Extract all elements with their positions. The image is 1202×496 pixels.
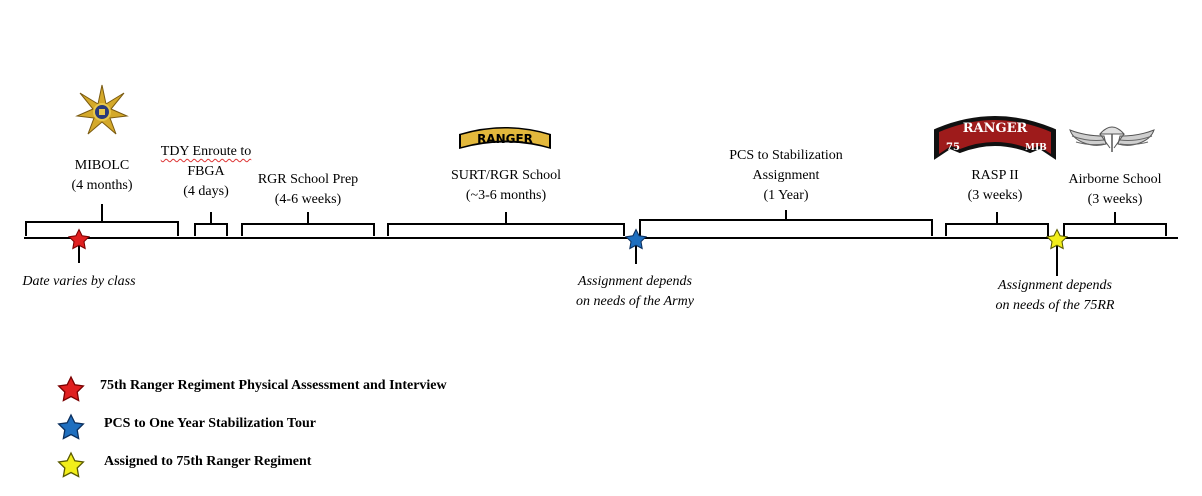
brace-airborne [1063,212,1167,236]
legend-item-pcs: PCS to One Year Stabilization Tour [92,416,316,432]
phase-airborne: Airborne School (3 weeks) [1055,170,1175,210]
airborne-wings-icon [1069,126,1155,152]
scroll-left-text: 75 [946,142,960,153]
phase-airborne-duration: (3 weeks) [1087,192,1143,207]
brace-pcs [639,210,933,236]
phase-rasp-title: RASP II [971,168,1019,183]
note-army-line1: Assignment depends [578,274,692,289]
phase-rgr-prep-duration: (4-6 weeks) [274,192,342,207]
legend-pcs-label: PCS to One Year Stabilization Tour [104,416,316,431]
phase-tdy: TDY Enroute to FBGA (4 days) [146,142,266,202]
note-date-varies: Date varies by class [4,272,154,292]
phase-surt: SURT/RGR School (~3-6 months) [426,166,586,206]
note-army: Assignment depends on needs of the Army [550,272,720,312]
blue-star-icon [624,228,648,250]
phase-mibolc-title: MIBOLC [74,158,130,173]
note-rr: Assignment depends on needs of the 75RR [970,276,1140,316]
phase-tdy-title: TDY Enroute to [160,144,252,159]
military-intelligence-insignia-icon [75,84,129,135]
legend-assigned-label: Assigned to 75th Ranger Regiment [104,454,312,469]
phase-tdy-location: FBGA [187,164,225,179]
scroll-right-text: MIB [1025,143,1047,153]
brace-surt [387,212,625,236]
phase-airborne-title: Airborne School [1068,172,1162,187]
scroll-top-text: RANGER [963,121,1028,136]
note-rr-line2: on needs of the 75RR [995,298,1115,313]
brace-rasp [945,212,1049,236]
phase-pcs-subtitle: Assignment [752,168,820,183]
legend-assessment-label: 75th Ranger Regiment Physical Assessment… [100,378,447,393]
brace-rgr-prep [241,212,375,236]
legend-item-assigned: Assigned to 75th Ranger Regiment [92,454,311,470]
phase-mibolc: MIBOLC (4 months) [52,156,152,196]
red-star-icon [67,228,91,250]
phase-surt-duration: (~3-6 months) [465,188,547,203]
phase-rasp: RASP II (3 weeks) [945,166,1045,206]
brace-mibolc [25,204,179,236]
legend-blue-star-icon [57,413,85,440]
yellow-star-icon [1045,228,1069,250]
phase-surt-title: SURT/RGR School [450,168,561,183]
phase-rasp-duration: (3 weeks) [967,188,1023,203]
ranger-tab-text: RANGER [477,132,533,146]
phase-pcs-title: PCS to Stabilization [729,148,843,163]
phase-tdy-duration: (4 days) [183,184,229,199]
phase-pcs: PCS to Stabilization Assignment (1 Year) [696,146,876,206]
legend-red-star-icon [57,375,85,402]
ranger-tab-icon: RANGER [459,127,551,149]
ranger-scroll-icon: RANGER 75 MIB [934,116,1056,160]
note-date-text: Date varies by class [22,274,136,289]
legend-item-assessment: 75th Ranger Regiment Physical Assessment… [88,378,447,394]
phase-mibolc-duration: (4 months) [71,178,133,193]
note-rr-line1: Assignment depends [998,278,1112,293]
legend-yellow-star-icon [57,451,85,478]
phase-rgr-prep: RGR School Prep (4-6 weeks) [238,170,378,210]
phase-pcs-duration: (1 Year) [763,188,809,203]
brace-tdy [194,212,228,236]
phase-rgr-prep-title: RGR School Prep [257,172,359,187]
note-army-line2: on needs of the Army [576,294,694,309]
